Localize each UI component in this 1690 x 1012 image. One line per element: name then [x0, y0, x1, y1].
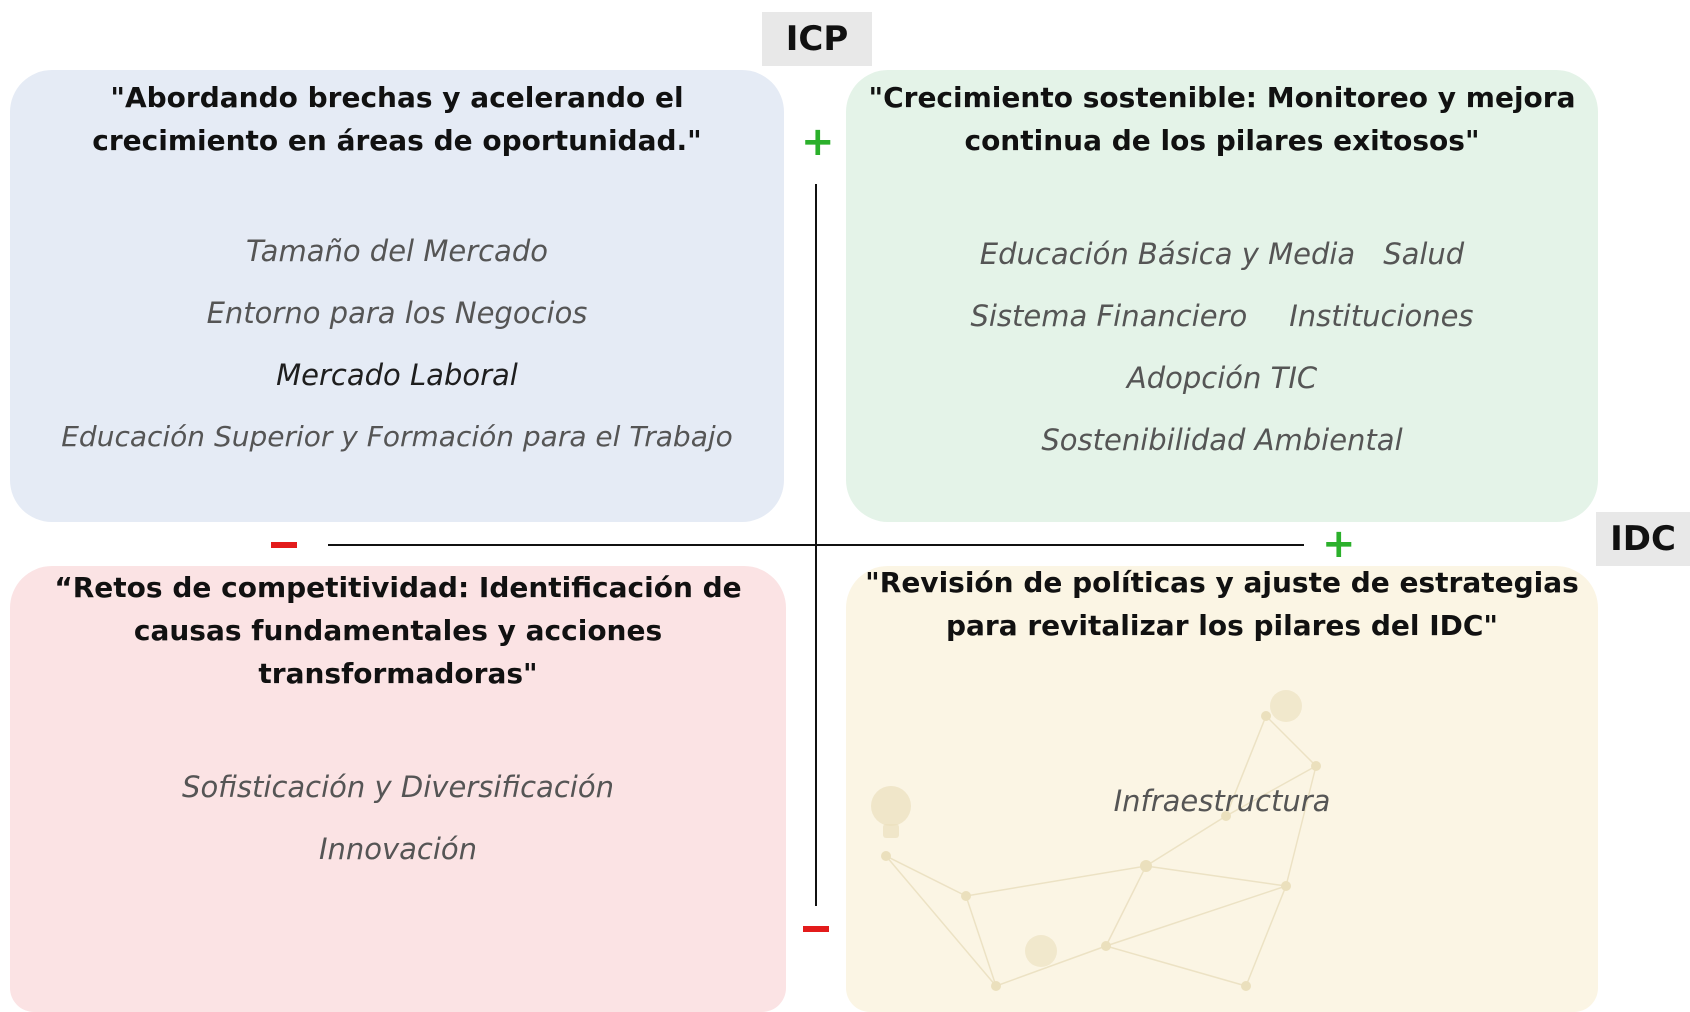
quadrant-item-list: Sofisticación y Diversificación Innovaci… — [10, 756, 786, 880]
minus-sign-left — [271, 542, 297, 548]
pillar-item: Infraestructura — [1113, 784, 1331, 818]
pillar-item: Tamaño del Mercado — [246, 234, 548, 268]
plus-sign-top: + — [801, 119, 835, 165]
pillar-item: Instituciones — [1289, 299, 1474, 333]
pillar-item: Entorno para los Negocios — [206, 296, 588, 330]
pillar-item: Sistema Financiero — [970, 299, 1248, 333]
pillar-item: Sofisticación y Diversificación — [182, 770, 614, 804]
pillar-item: Sostenibilidad Ambiental — [1041, 423, 1403, 457]
quadrant-title: “Retos de competitividad: Identificación… — [54, 571, 742, 690]
quadrant-title: "Crecimiento sostenible: Monitoreo y mej… — [868, 81, 1576, 157]
quadrant-title: "Revisión de políticas y ajuste de estra… — [865, 566, 1579, 642]
horizontal-axis-line — [328, 544, 1304, 546]
pillar-item: Mercado Laboral — [276, 358, 518, 392]
pillar-item: Salud — [1383, 237, 1465, 271]
pillar-item: Adopción TIC — [1126, 361, 1318, 395]
pillar-item: Educación Básica y Media — [979, 237, 1356, 271]
quadrant-item-list: Infraestructura — [846, 770, 1598, 832]
pillar-item: Innovación — [318, 832, 478, 866]
quadrant-item-list: Educación Básica y Media Salud Sistema F… — [846, 223, 1598, 471]
plus-sign-right: + — [1322, 521, 1356, 567]
quadrant-title: "Abordando brechas y acelerando el creci… — [92, 81, 702, 157]
icp-axis-label: ICP — [762, 12, 872, 66]
pillar-item: Educación Superior y Formación para el T… — [61, 420, 733, 453]
minus-sign-bottom — [803, 926, 829, 932]
idc-axis-label: IDC — [1596, 512, 1690, 566]
quadrant-top-right: "Crecimiento sostenible: Monitoreo y mej… — [846, 70, 1598, 522]
quadrant-bottom-right: "Revisión de políticas y ajuste de estra… — [846, 566, 1598, 1012]
quadrant-item-list: Tamaño del Mercado Entorno para los Nego… — [10, 220, 784, 468]
quadrant-top-left: "Abordando brechas y acelerando el creci… — [10, 70, 784, 522]
quadrant-bottom-left: “Retos de competitividad: Identificación… — [10, 566, 786, 1012]
